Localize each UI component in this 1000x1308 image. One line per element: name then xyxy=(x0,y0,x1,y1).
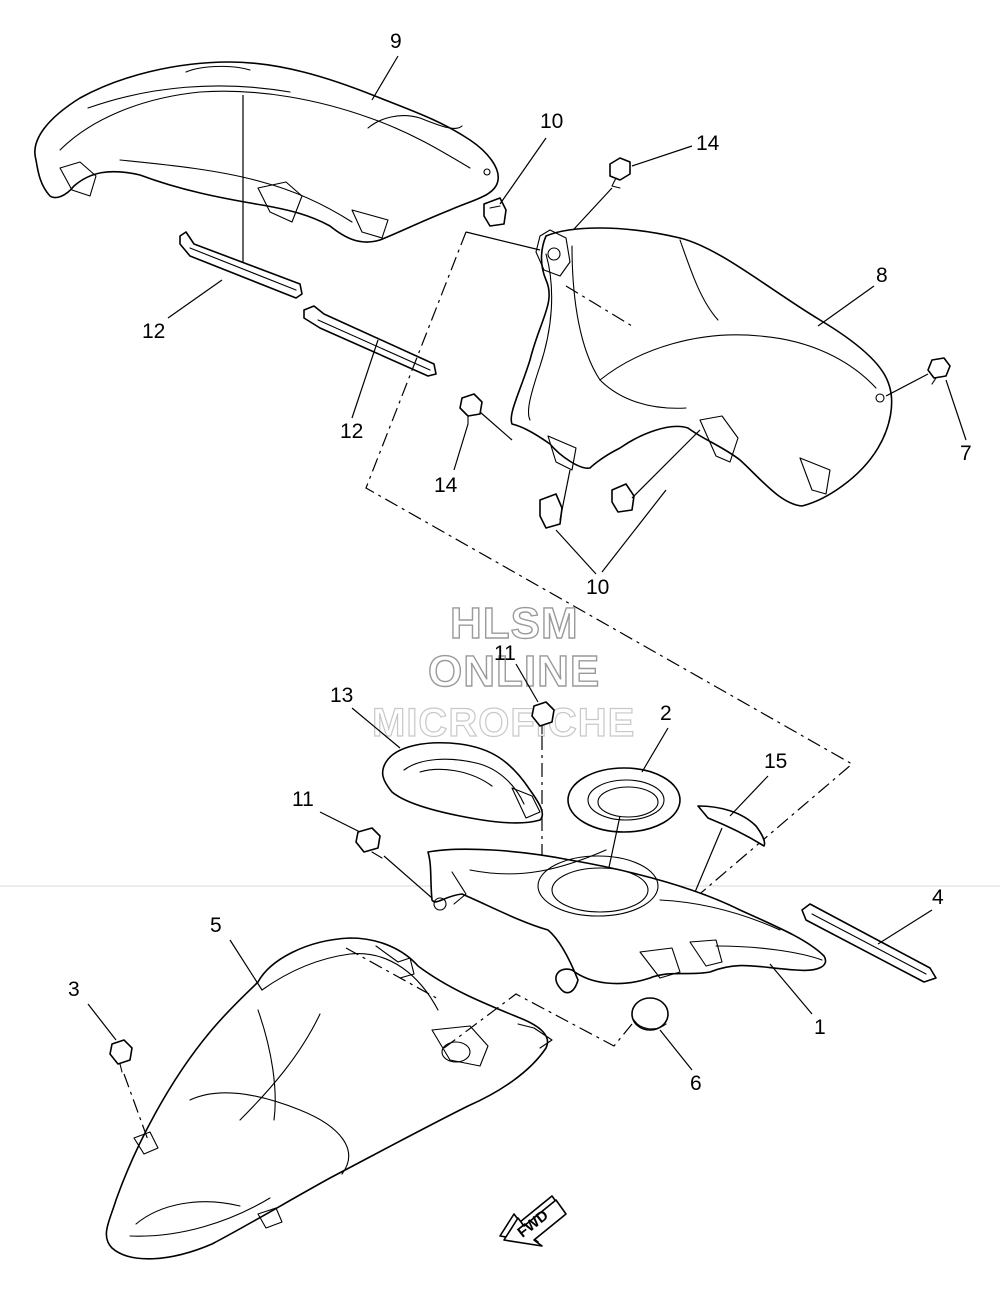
leader-14-top xyxy=(631,145,693,167)
part-14-screw-top[interactable] xyxy=(609,157,631,189)
callout-7[interactable]: 7 xyxy=(960,442,972,465)
callout-12-mid[interactable]: 12 xyxy=(340,420,363,443)
leader-11-top xyxy=(515,663,539,703)
leader-2 xyxy=(641,727,669,773)
part-13-duct[interactable] xyxy=(381,742,544,824)
part-10-clip-top[interactable] xyxy=(483,197,507,227)
watermark-line1: HLSM xyxy=(450,599,579,648)
part-6-cap[interactable] xyxy=(631,997,669,1031)
part-9-upper-cowl[interactable] xyxy=(34,61,499,243)
callout-13[interactable]: 13 xyxy=(330,684,353,707)
part-7-screw[interactable] xyxy=(927,357,951,385)
callout-12-left[interactable]: 12 xyxy=(142,320,165,343)
fwd-arrow-icon: FWD xyxy=(499,1195,567,1247)
assembly-frame-top xyxy=(465,231,541,251)
assembly-frame xyxy=(365,231,854,905)
leader-12-left xyxy=(167,279,223,319)
leader-3 xyxy=(87,1003,117,1041)
leader-7 xyxy=(945,379,967,441)
callout-5[interactable]: 5 xyxy=(210,914,222,937)
leader-10-bottom-d xyxy=(631,429,701,499)
watermark-line3: MICROFICHE xyxy=(372,701,635,745)
leader-11-left-to-part xyxy=(383,855,433,899)
part-4-strip[interactable] xyxy=(801,903,937,983)
leader-4 xyxy=(877,909,933,945)
callout-14-left[interactable]: 14 xyxy=(434,474,458,497)
part-2-grommet[interactable] xyxy=(567,767,681,833)
dash-part-8 xyxy=(565,285,633,327)
leader-10-bottom-b xyxy=(601,489,667,573)
callout-14-top[interactable]: 14 xyxy=(696,132,720,155)
leader-7-to-part xyxy=(885,373,929,397)
callout-3[interactable]: 3 xyxy=(68,978,80,1001)
callout-1[interactable]: 1 xyxy=(814,1016,826,1039)
part-11-screw-left[interactable] xyxy=(355,827,383,859)
part-15-sticker[interactable] xyxy=(697,805,766,847)
leader-10-top xyxy=(499,137,547,205)
dash-5-to-1 xyxy=(345,947,441,1001)
part-5-front-cowl[interactable] xyxy=(105,937,553,1260)
dash-3 xyxy=(123,1073,149,1141)
callout-9[interactable]: 9 xyxy=(390,30,402,53)
leader-11-left xyxy=(319,811,361,833)
leader-15 xyxy=(729,775,769,817)
callout-4[interactable]: 4 xyxy=(932,886,944,909)
part-10-clip-bottom-left[interactable] xyxy=(539,493,563,529)
part-14-screw-left[interactable] xyxy=(459,393,483,425)
callout-6[interactable]: 6 xyxy=(690,1072,702,1095)
part-10-clip-bottom-right[interactable] xyxy=(611,483,635,513)
callout-11-top[interactable]: 11 xyxy=(494,642,516,665)
leader-10-bottom-c xyxy=(559,469,571,521)
leader-1 xyxy=(769,963,813,1015)
part-1-inner-panel[interactable] xyxy=(427,848,827,994)
watermark: HLSM ONLINE MICROFICHE xyxy=(371,598,635,745)
callout-2[interactable]: 2 xyxy=(660,702,672,725)
part-12-middle-strip[interactable] xyxy=(303,305,437,377)
callout-10-top[interactable]: 10 xyxy=(540,110,563,133)
leader-6 xyxy=(659,1029,693,1071)
dash-6 xyxy=(443,993,633,1049)
leader-8 xyxy=(817,285,875,327)
leader-14-left xyxy=(453,423,469,471)
part-8-side-panel[interactable] xyxy=(510,227,893,507)
part-11-screw-top[interactable] xyxy=(531,701,555,735)
callout-11-left[interactable]: 11 xyxy=(292,788,314,811)
leader-9 xyxy=(371,55,399,101)
leader-10-bottom-a xyxy=(555,529,597,575)
leader-14-left-to-part xyxy=(479,411,513,441)
watermark-line2: ONLINE xyxy=(428,647,600,696)
callout-15[interactable]: 15 xyxy=(764,750,787,773)
leader-13 xyxy=(351,707,401,749)
leader-5 xyxy=(229,939,263,991)
part-3-screw[interactable] xyxy=(109,1039,133,1073)
part-12-left-strip[interactable] xyxy=(179,231,303,299)
leader-12-mid xyxy=(351,339,379,419)
callout-8[interactable]: 8 xyxy=(876,264,888,287)
callout-10-bottom[interactable]: 10 xyxy=(586,576,609,599)
